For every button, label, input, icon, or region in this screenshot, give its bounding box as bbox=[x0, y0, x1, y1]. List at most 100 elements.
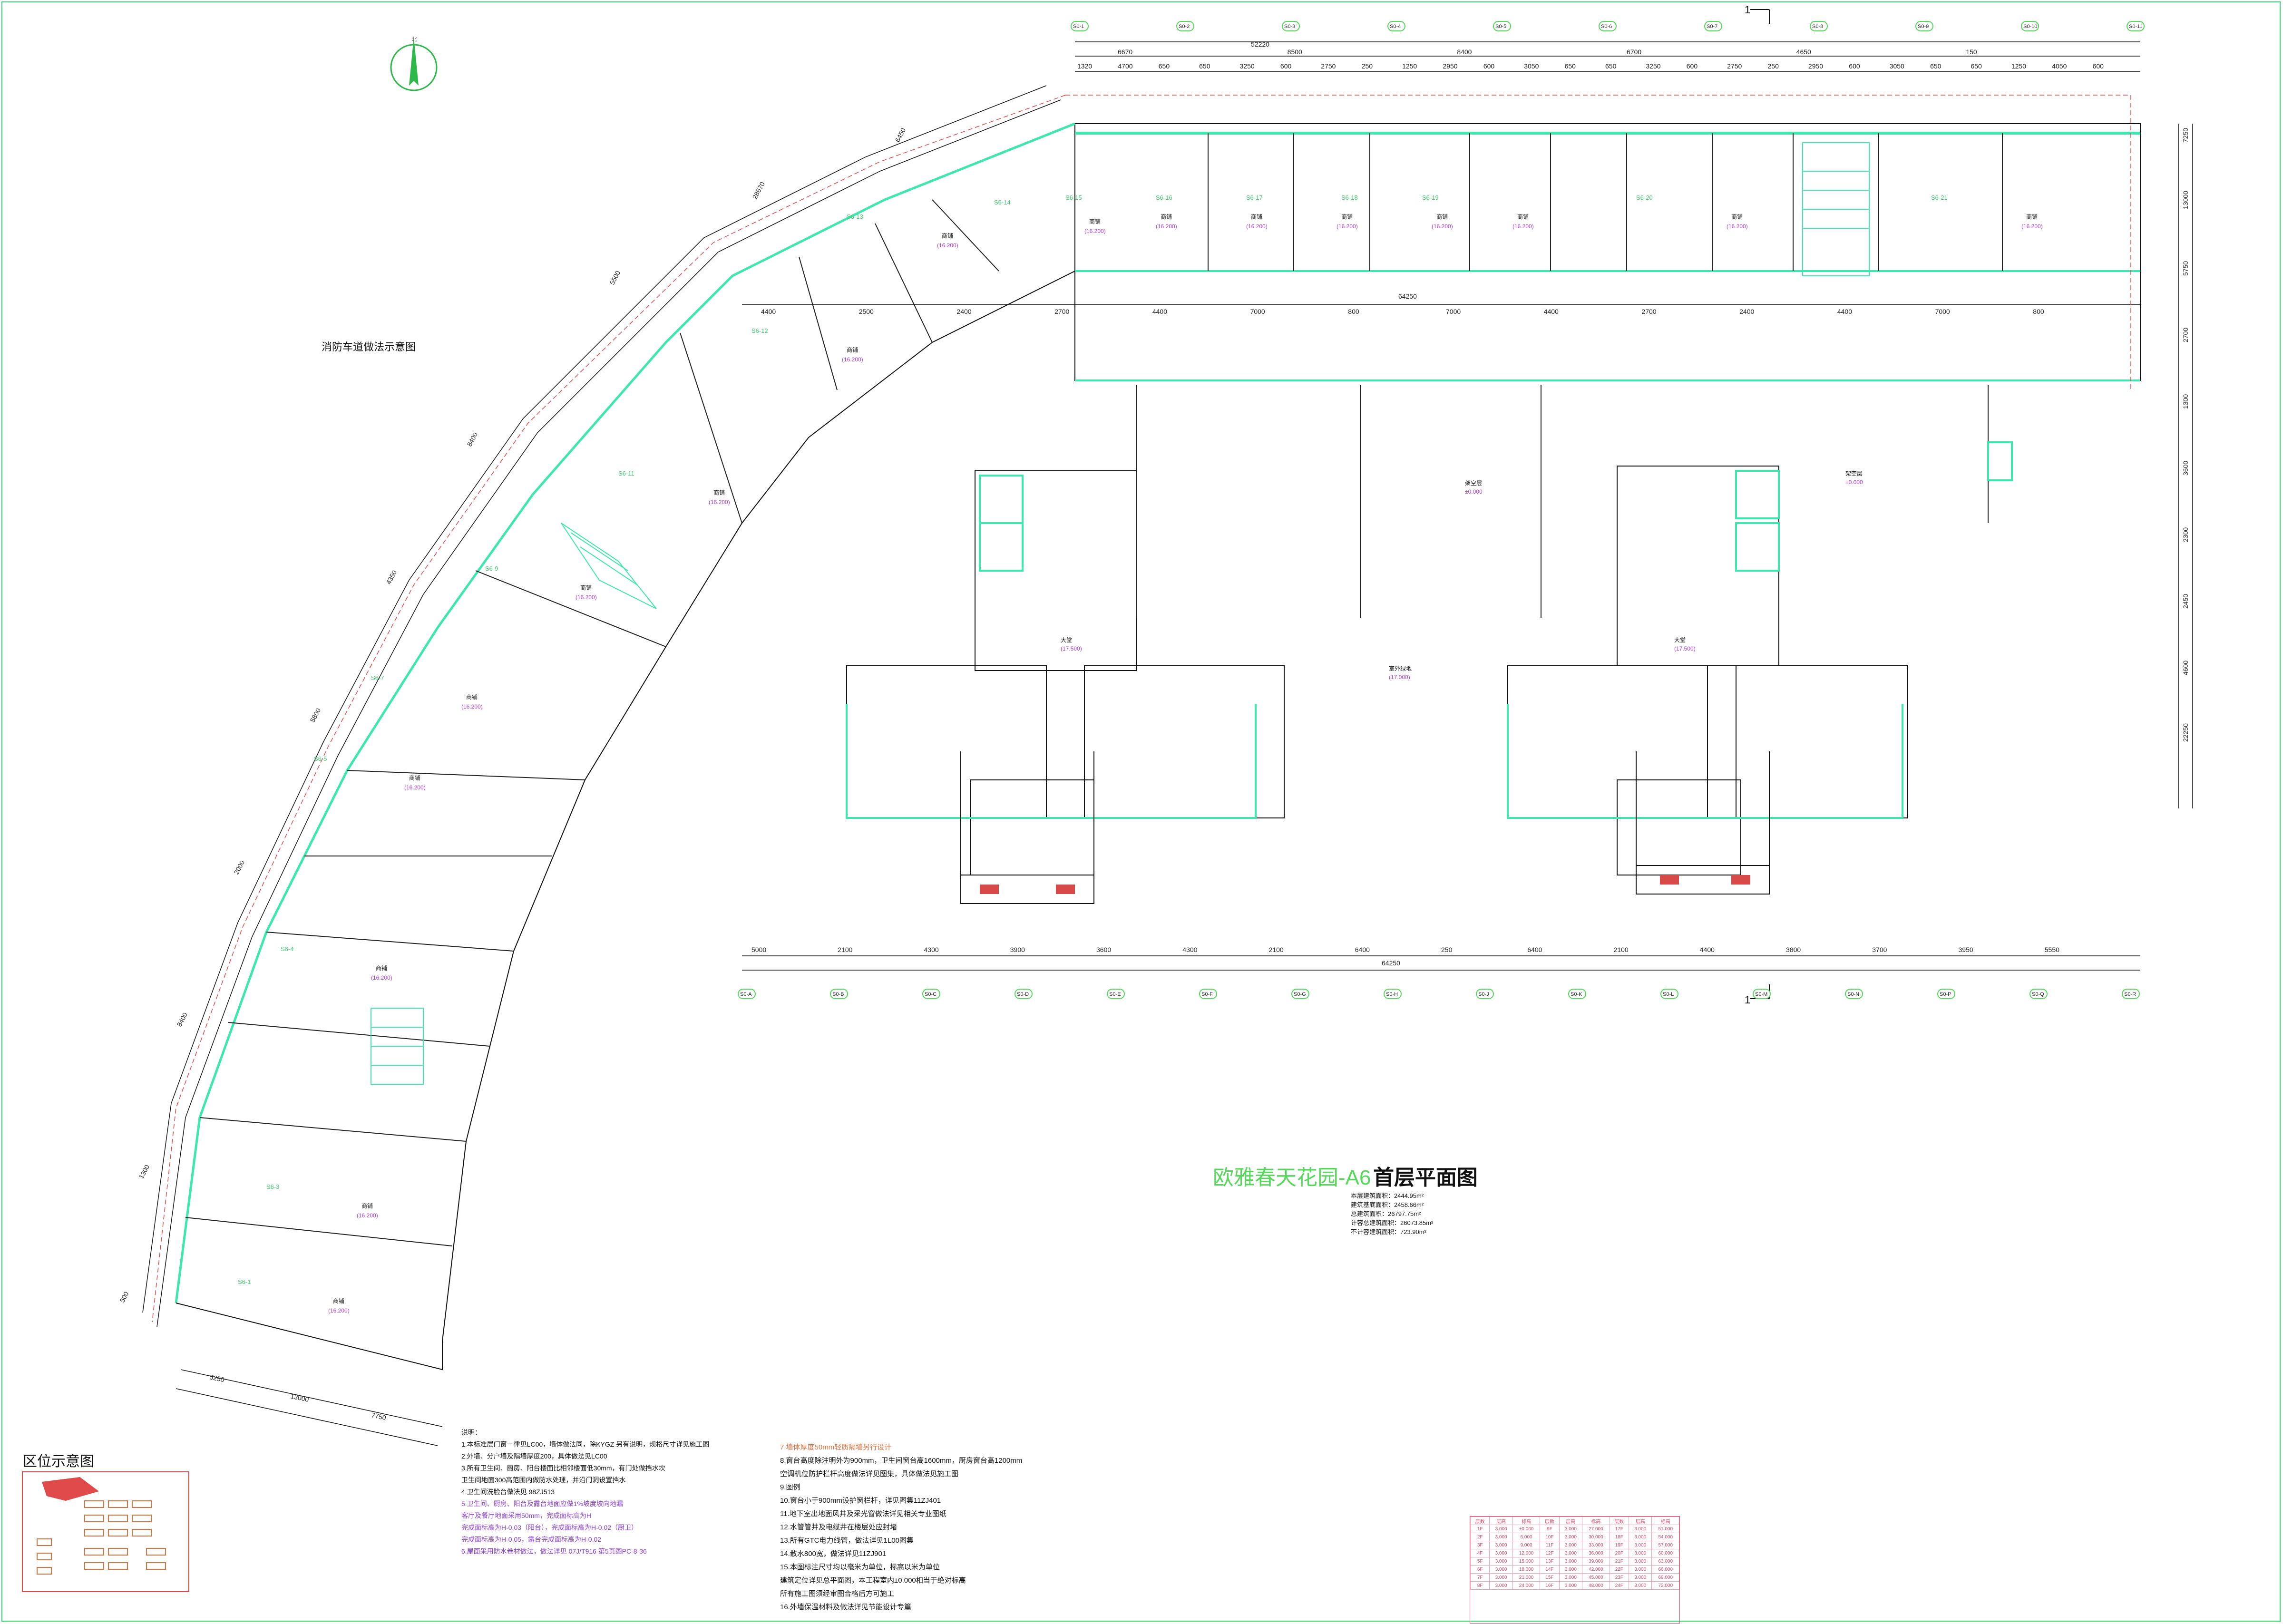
right-dimension-lines bbox=[2178, 124, 2193, 808]
property-boundary bbox=[152, 95, 2131, 1323]
note-line: 所有施工图须经审图合格后方可施工 bbox=[780, 1590, 895, 1598]
dimension-value: 5750 bbox=[2182, 261, 2189, 276]
table-cell: 20F bbox=[1609, 1549, 1629, 1557]
axis-bubble-bottom: S0-A bbox=[738, 989, 756, 999]
dimension-value: 650 bbox=[1565, 62, 1576, 70]
tower-core-left bbox=[846, 470, 1285, 875]
dimension-value: 28670 bbox=[751, 180, 767, 200]
table-cell: 3.000 bbox=[1559, 1581, 1583, 1590]
dimension-value: 500 bbox=[118, 1290, 130, 1303]
dimension-value: 2700 bbox=[1054, 308, 1069, 315]
axis-label: S0-K bbox=[1571, 992, 1582, 997]
axis-label: S0-E bbox=[1109, 992, 1121, 997]
table-cell: 8F bbox=[1470, 1581, 1490, 1590]
top-total-dimension: 52220 bbox=[1251, 40, 1269, 48]
table-cell: 3.000 bbox=[1628, 1565, 1652, 1574]
dimension-value: 2300 bbox=[2182, 527, 2189, 542]
table-cell: 3.000 bbox=[1628, 1557, 1652, 1566]
dimension-value: 5000 bbox=[751, 946, 766, 953]
dimension-value: 2500 bbox=[859, 308, 874, 315]
axis-bubble-icon bbox=[1937, 989, 1955, 999]
axis-bubble-icon bbox=[1384, 989, 1402, 999]
dimension-value: 650 bbox=[1930, 62, 1942, 70]
dimension-value: 1250 bbox=[2011, 62, 2026, 70]
room-name: 商铺 bbox=[466, 693, 478, 700]
axis-bubble-icon bbox=[1915, 21, 1933, 31]
table-cell: 51.000 bbox=[1651, 1525, 1679, 1533]
note-line: 客厅及餐厅地面采用50mm，完成面标高为H bbox=[461, 1512, 592, 1519]
axis-bubble-bottom: S0-F bbox=[1199, 989, 1217, 999]
table-cell: 45.000 bbox=[1582, 1573, 1610, 1582]
axis-bubble-top: S0-8 bbox=[1810, 21, 1828, 31]
dimension-value: 5800 bbox=[309, 707, 322, 723]
axis-label: S0-8 bbox=[1812, 24, 1823, 29]
table-cell: 24.000 bbox=[1512, 1581, 1541, 1590]
dimension-value: 4400 bbox=[1152, 308, 1167, 315]
dimension-value: 3700 bbox=[1872, 946, 1887, 953]
region-map-graphic bbox=[37, 1477, 166, 1575]
table-cell: 3.000 bbox=[1489, 1541, 1513, 1549]
open-space-name: 室外绿地 bbox=[1389, 665, 1412, 672]
table-cell: 15.000 bbox=[1512, 1557, 1541, 1566]
dimension-value: 650 bbox=[1971, 62, 1982, 70]
table-cell: 23F bbox=[1609, 1573, 1629, 1582]
axis-bubble-icon bbox=[1753, 989, 1771, 999]
axis-bubble-bottom: S0-D bbox=[1015, 989, 1033, 999]
room-id: S6-12 bbox=[751, 327, 768, 334]
dimension-value: 2750 bbox=[1727, 62, 1742, 70]
axis-bubble-icon bbox=[2122, 989, 2140, 999]
table-cell: 6.000 bbox=[1512, 1533, 1541, 1541]
room: S6-9商铺(16.200) bbox=[485, 565, 597, 601]
dimension-value: 7000 bbox=[1446, 308, 1461, 315]
axis-bubble-bottom: S0-P bbox=[1937, 989, 1955, 999]
axis-label: S0-N bbox=[1847, 992, 1859, 997]
dimension-value: 1300 bbox=[137, 1163, 151, 1180]
axis-bubble-bottom: S0-J bbox=[1476, 989, 1494, 999]
axis-bubble-top: S0-11 bbox=[2127, 21, 2145, 31]
room-level: (16.200) bbox=[357, 1212, 378, 1219]
axis-bubble-icon bbox=[1599, 21, 1617, 31]
open-space-name: 大堂 bbox=[1674, 637, 1686, 643]
room-id: S6-5 bbox=[314, 755, 327, 762]
axis-bubble-icon bbox=[2127, 21, 2145, 31]
axis-bubble-icon bbox=[1107, 989, 1125, 999]
axis-label: S0-Q bbox=[2032, 992, 2044, 997]
room-name: 商铺 bbox=[713, 489, 725, 496]
room-level: (16.200) bbox=[404, 784, 426, 791]
room: S6-4商铺(16.200) bbox=[281, 945, 392, 981]
open-space-level: ±0.000 bbox=[1845, 479, 1863, 486]
open-space-name: 架空层 bbox=[1845, 470, 1863, 477]
table-cell: 3.000 bbox=[1628, 1581, 1652, 1590]
room-level: (16.200) bbox=[1512, 223, 1534, 230]
open-space: 架空层 ±0.000 bbox=[1845, 470, 1863, 486]
dimension-value: 6670 bbox=[1118, 48, 1132, 56]
top-dimension-lines bbox=[1075, 41, 2140, 72]
room-name: 商铺 bbox=[1341, 213, 1353, 220]
room-id: S6-4 bbox=[281, 945, 293, 953]
room: S6-5商铺(16.200) bbox=[314, 755, 426, 791]
room-id: S6-1 bbox=[238, 1278, 251, 1285]
note-line: 建筑定位详见总平面图，本工程室内±0.000相当于绝对标高 bbox=[780, 1576, 966, 1585]
podium-outline bbox=[1136, 385, 2013, 618]
dimension-value: 2100 bbox=[1614, 946, 1629, 953]
table-cell: 12F bbox=[1540, 1549, 1560, 1557]
note-line: 9.图例 bbox=[780, 1483, 800, 1491]
room-id: S6-19 bbox=[1422, 194, 1439, 201]
axis-bubble-top: S0-9 bbox=[1915, 21, 1933, 31]
table-cell: 15F bbox=[1540, 1573, 1560, 1582]
dimension-value: 22250 bbox=[2182, 723, 2189, 742]
table-cell: 72.000 bbox=[1651, 1581, 1679, 1590]
note-line: 2.外墙、分户墙及隔墙厚度200，具体做法见LC00 bbox=[461, 1452, 607, 1460]
table-cell: 22F bbox=[1609, 1565, 1629, 1574]
axis-bubble-top: S0-5 bbox=[1493, 21, 1511, 31]
section-mark-bottom: 1 bbox=[1745, 994, 1751, 1006]
axis-bubble-icon bbox=[1071, 21, 1089, 31]
dimension-value: 2400 bbox=[1739, 308, 1754, 315]
note-line: 10.窗台小于900mm设护窗栏杆，详见图集11ZJ401 bbox=[780, 1497, 941, 1505]
table-cell: 3.000 bbox=[1628, 1533, 1652, 1541]
dimension-value: 4400 bbox=[1700, 946, 1715, 953]
axis-bubble-icon bbox=[1568, 989, 1586, 999]
